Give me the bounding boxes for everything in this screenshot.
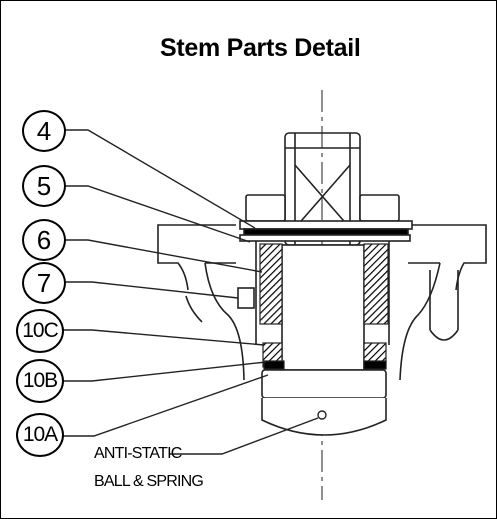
gland-nut xyxy=(239,194,413,242)
anti-static-ball xyxy=(317,410,327,420)
stem-shaft xyxy=(281,244,365,371)
callout-7: 7 xyxy=(22,262,66,304)
leader-5 xyxy=(64,185,251,243)
leader-10b xyxy=(62,361,267,382)
callout-10a: 10A xyxy=(16,413,64,457)
leader-ball xyxy=(170,417,319,455)
leader-6 xyxy=(64,239,263,273)
anti-static-note: ANTI-STATIC BALL & SPRING xyxy=(94,440,204,496)
stem-collar xyxy=(261,369,387,436)
leader-4 xyxy=(64,129,256,229)
valve-body xyxy=(157,224,487,381)
stop-pin xyxy=(237,287,255,309)
leader-7 xyxy=(64,281,239,299)
page-title: Stem Parts Detail xyxy=(160,34,361,62)
anti-static-note-line1: ANTI-STATIC xyxy=(94,445,182,462)
callout-4: 4 xyxy=(22,110,66,152)
anti-static-note-line2: BALL & SPRING xyxy=(94,473,204,490)
callout-6: 6 xyxy=(22,219,66,261)
callout-10b: 10B xyxy=(16,359,64,403)
callout-10c: 10C xyxy=(16,309,64,353)
leader-lines xyxy=(62,129,319,455)
callout-5: 5 xyxy=(22,165,66,207)
stem-packing xyxy=(259,243,389,325)
leader-10c xyxy=(62,329,265,346)
leader-10a xyxy=(62,374,269,437)
lower-seals xyxy=(262,342,387,370)
